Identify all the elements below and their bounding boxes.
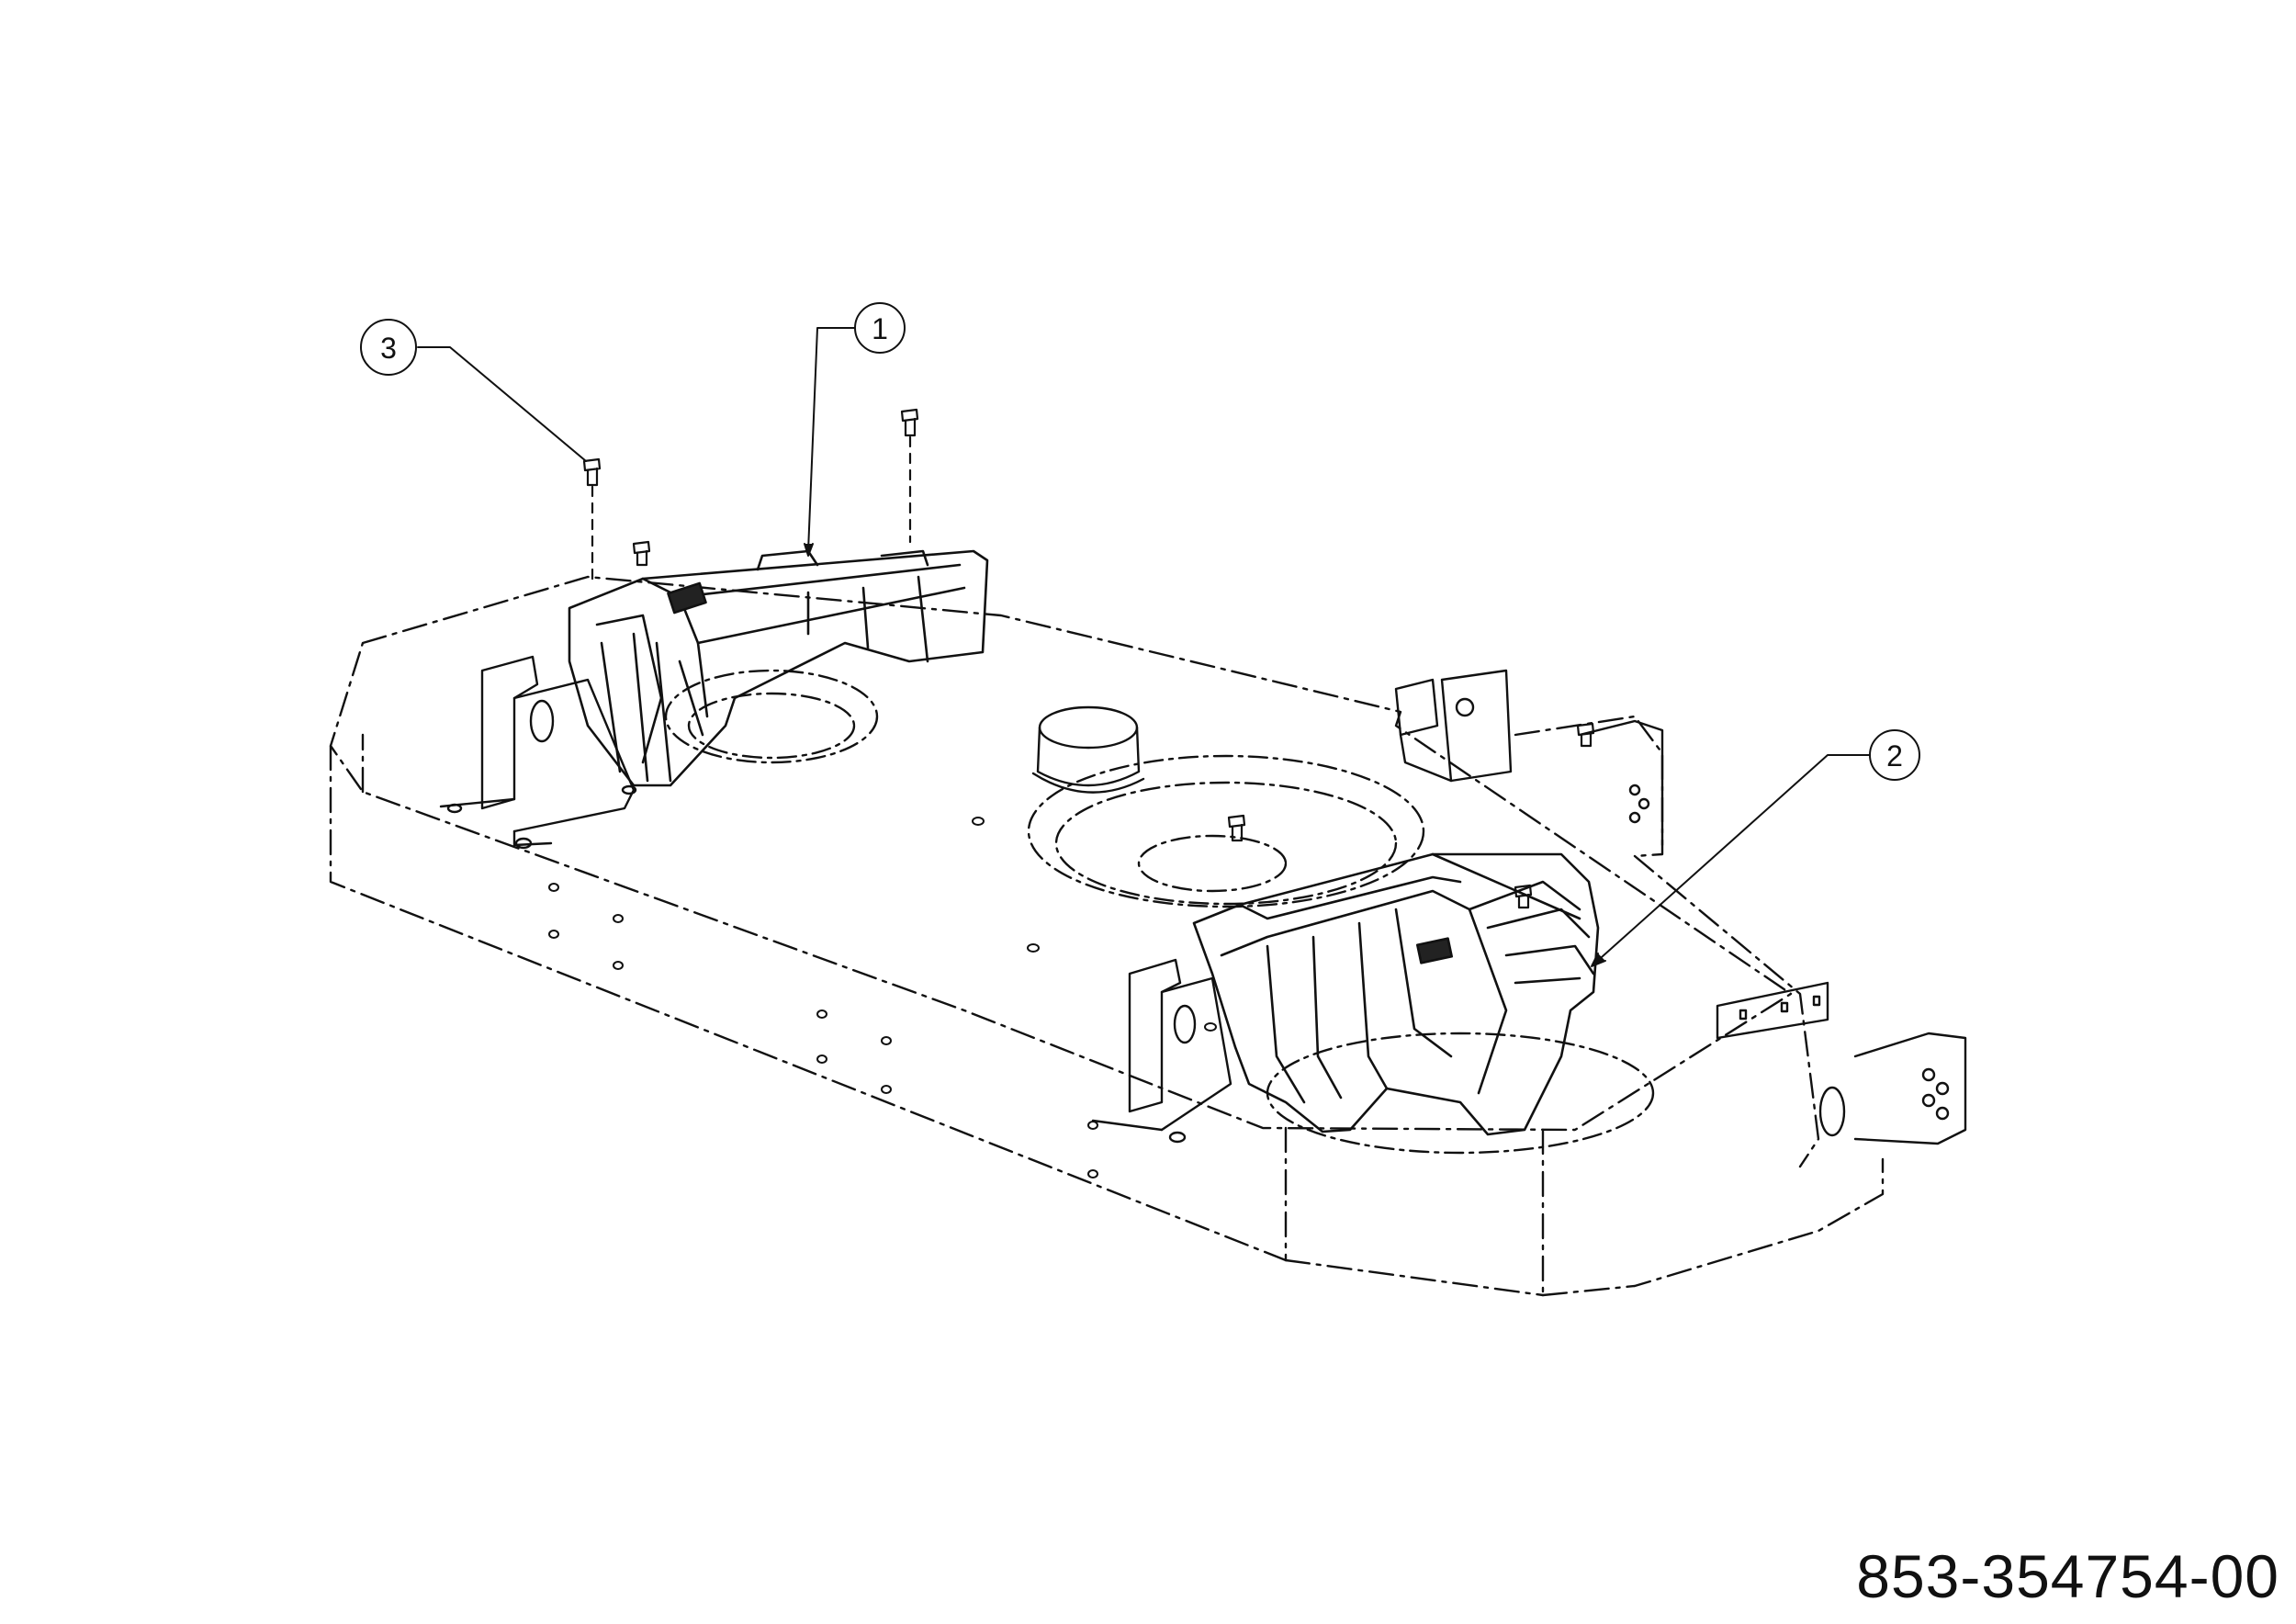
callout-2: 2 <box>1869 729 1920 781</box>
bolt-right <box>1576 722 1595 748</box>
bolt-baffle-right <box>1514 884 1533 909</box>
mulch-baffle-right <box>1192 852 1600 1136</box>
document-number: 853-354754-00 <box>1856 1542 2279 1610</box>
callout-1-label: 1 <box>872 312 888 345</box>
bolt-left-low <box>632 540 651 567</box>
bolts <box>582 408 1595 909</box>
callout-leaders <box>417 327 1872 967</box>
blade-wells <box>664 669 1655 1155</box>
hitch-brackets <box>1394 669 1967 1145</box>
bolt-center-top <box>900 408 919 437</box>
mower-deck <box>329 575 1885 1297</box>
spindle-housing <box>1031 705 1145 794</box>
callout-3: 3 <box>360 319 417 376</box>
bolt-left-top <box>582 457 602 487</box>
callout-2-label: 2 <box>1886 739 1903 773</box>
callout-3-label: 3 <box>380 332 397 365</box>
right-bracket <box>1091 958 1232 1144</box>
mulch-baffle-left <box>568 549 989 787</box>
bolt-center <box>1227 814 1246 842</box>
callout-1: 1 <box>854 302 906 354</box>
left-bracket <box>439 655 637 850</box>
